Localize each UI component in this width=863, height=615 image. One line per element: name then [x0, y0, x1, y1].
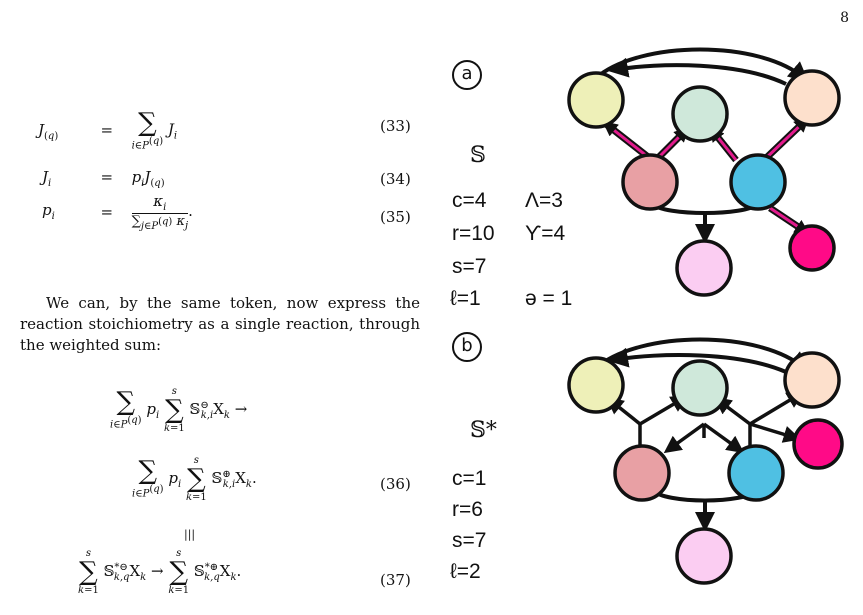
diagram-b — [567, 337, 844, 585]
edge-a-top-inner — [608, 57, 787, 86]
node-b-peach — [783, 351, 841, 409]
edge-b-top-inner — [608, 347, 787, 374]
edge-b-mid-to-blue — [702, 422, 745, 454]
diagram-a — [567, 47, 841, 297]
panel-a-stat-r: r=10 — [452, 222, 495, 245]
panel-b-stat-l: ℓ=2 — [450, 560, 481, 583]
panel-a-stat-c: c=4 — [452, 189, 487, 212]
equation-number-35: (35) — [380, 208, 411, 226]
page-number: 8 — [840, 10, 849, 26]
node-a-peach — [783, 69, 841, 127]
node-a-green — [671, 85, 729, 143]
panel-b-stat-r: r=6 — [452, 498, 483, 521]
node-b-pink — [675, 527, 733, 585]
panel-a-stat-l: ℓ=1 — [450, 287, 481, 310]
node-a-pink — [675, 239, 733, 297]
node-b-red — [613, 444, 671, 502]
panel-a-stat-schwa: ə = 1 — [525, 287, 573, 310]
panel-b-stat-c: c=1 — [452, 467, 487, 490]
panel-b-stat-s: s=7 — [452, 529, 487, 552]
panel-a-stat-s: s=7 — [452, 255, 487, 278]
equation-number-34: (34) — [380, 170, 411, 188]
panel-a-stat-lambda: Λ=3 — [525, 189, 563, 212]
node-b-yellow — [567, 356, 625, 414]
edge-a-blue-peach — [762, 116, 810, 162]
equation-37: s ∑ k=1 𝕊*⊖k,qXk → s ∑ k=1 𝕊*⊕k,qXk. — [78, 548, 242, 596]
equivalence-symbol: ||| — [184, 528, 196, 541]
equation-36-line-1: ∑ i∈P(q) pi s ∑ k=1 𝕊⊖k,iXk → — [110, 386, 248, 434]
equation-34: Ji = piJ(q) — [42, 168, 165, 189]
edge-b-mid-to-red — [663, 422, 706, 454]
edge-b-right-to-magenta — [749, 422, 802, 443]
node-a-yellow — [567, 71, 625, 129]
panel-a-symbol: 𝕊 — [470, 143, 486, 168]
equation-35: pi = κi ∑j∈P(q) κj . — [42, 192, 193, 232]
equation-33: J(q) = ∑ i∈P(q) Ji — [38, 108, 178, 152]
equation-number-37: (37) — [380, 571, 411, 589]
equation-number-33: (33) — [380, 117, 411, 135]
node-a-red — [621, 153, 679, 211]
body-paragraph: We can, by the same token, now express t… — [20, 294, 420, 354]
panel-b-symbol: 𝕊* — [470, 418, 497, 443]
equation-number-36: (36) — [380, 475, 411, 493]
node-a-blue — [729, 153, 787, 211]
node-b-blue — [727, 444, 785, 502]
equation-36-line-2: ∑ i∈P(q) pi s ∑ k=1 𝕊⊕k,iXk. — [132, 455, 257, 503]
panel-a-label: a — [452, 60, 482, 90]
node-a-magenta — [788, 224, 836, 272]
node-b-magenta — [792, 418, 844, 470]
panel-b-label: b — [452, 332, 482, 362]
panel-a-stat-upsilon: ϒ=4 — [525, 222, 566, 245]
node-b-green — [671, 359, 729, 417]
